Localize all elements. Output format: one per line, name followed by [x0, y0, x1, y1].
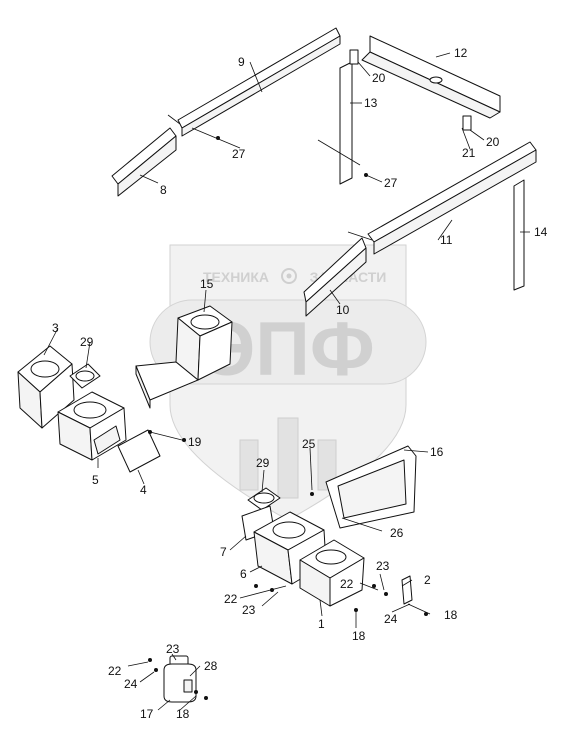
callout-11: 11	[440, 233, 453, 247]
callout-22-a: 22	[340, 577, 354, 591]
part-29-cap-b	[247, 487, 281, 511]
callout-9: 9	[238, 55, 245, 69]
callout-24-a: 24	[384, 612, 398, 626]
callout-6: 6	[240, 567, 247, 581]
callout-13: 13	[364, 96, 378, 110]
callout-16: 16	[430, 445, 444, 459]
callout-2: 2	[424, 573, 431, 587]
callout-26: 26	[390, 526, 404, 540]
part-5-housing	[57, 391, 127, 461]
callout-7: 7	[220, 545, 227, 559]
callout-20-a: 20	[372, 71, 386, 85]
callout-labels: 9 27 8 13 20 27 12 20 21 11 14 10 15 3 2…	[52, 46, 548, 721]
callout-3: 3	[52, 321, 59, 335]
callout-17: 17	[140, 707, 154, 721]
part-1-housing	[299, 539, 365, 607]
callout-1: 1	[318, 617, 325, 631]
wheat-emblem-icon	[239, 417, 337, 499]
fastener-dots	[148, 136, 428, 700]
part-20-clip-b	[462, 115, 472, 131]
callout-15: 15	[200, 277, 214, 291]
part-12-bracket	[361, 35, 501, 119]
callout-8: 8	[160, 183, 167, 197]
callout-12: 12	[454, 46, 468, 60]
part-6-housing	[253, 511, 327, 585]
part-2-bracket	[401, 575, 413, 605]
callout-23-b: 23	[242, 603, 256, 617]
callout-22-b: 22	[224, 592, 238, 606]
part-29-cap-a	[69, 363, 101, 389]
part-20-clip-a	[349, 49, 359, 65]
callout-18-b: 18	[352, 629, 366, 643]
callout-27-b: 27	[384, 176, 398, 190]
part-8-rail	[111, 127, 177, 197]
callout-4: 4	[140, 483, 147, 497]
part-14-post	[513, 179, 525, 291]
part-11-rail	[367, 141, 537, 255]
callout-25: 25	[302, 437, 316, 451]
callout-28: 28	[204, 659, 218, 673]
part-9-rail	[177, 27, 341, 137]
callout-19: 19	[188, 435, 202, 449]
callout-22-c: 22	[108, 664, 122, 678]
gear-icon	[281, 268, 297, 284]
part-10-rail	[303, 237, 367, 317]
callout-14: 14	[534, 225, 548, 239]
callout-23-a: 23	[376, 559, 390, 573]
callout-5: 5	[92, 473, 99, 487]
part-4-plate	[117, 429, 161, 473]
part-3-box	[17, 345, 75, 429]
callout-20-b: 20	[486, 135, 500, 149]
callout-29-b: 29	[256, 456, 270, 470]
callout-24-b: 24	[124, 677, 138, 691]
callout-10: 10	[336, 303, 350, 317]
callout-27-a: 27	[232, 147, 246, 161]
callout-21: 21	[462, 146, 476, 160]
callout-18-a: 18	[444, 608, 458, 622]
part-15-duct	[135, 305, 233, 409]
part-17-reservoir	[163, 655, 197, 703]
callout-29-a: 29	[80, 335, 94, 349]
callout-18-c: 18	[176, 707, 190, 721]
watermark-brand-top: ТЕХНИКА	[203, 269, 269, 285]
part-13-post	[339, 61, 353, 185]
callout-23-c: 23	[166, 642, 180, 656]
part-16-shroud	[325, 445, 417, 529]
